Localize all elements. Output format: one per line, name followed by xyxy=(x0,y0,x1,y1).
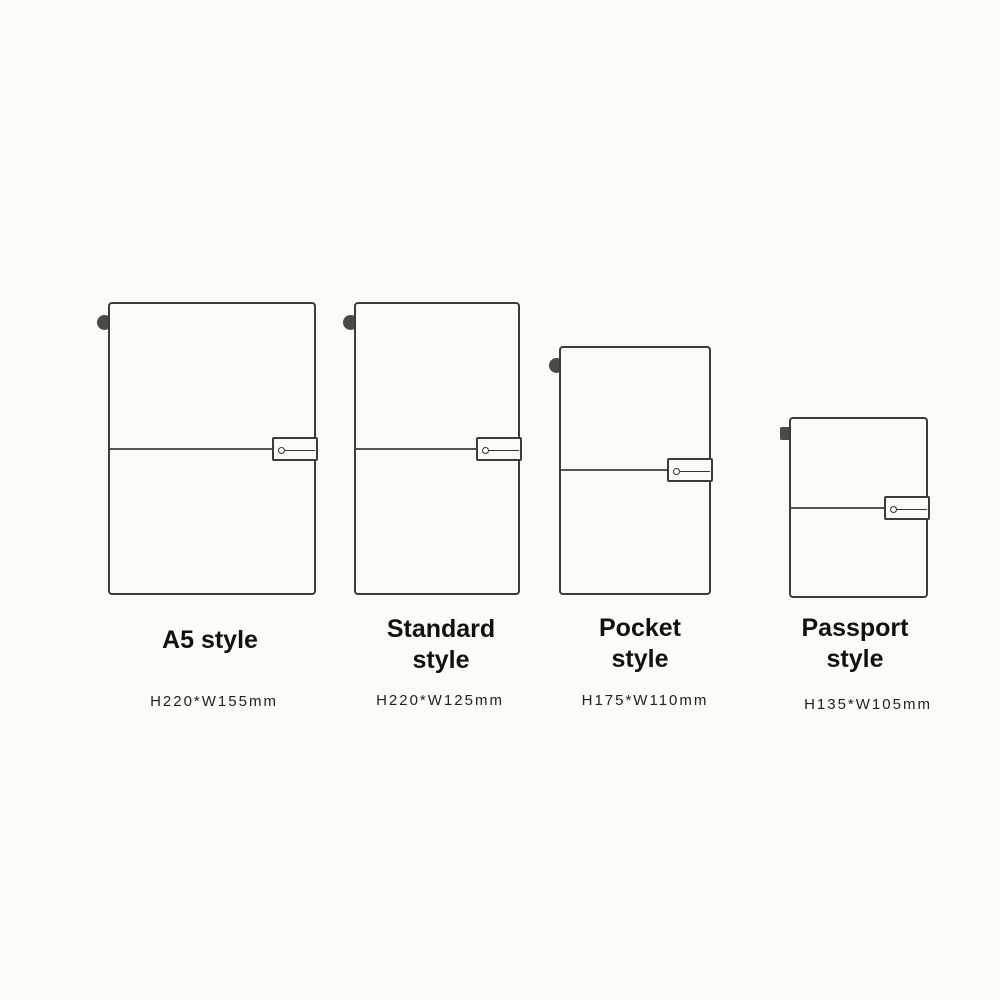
notebook-dimensions: H135*W105mm xyxy=(804,696,932,713)
notebook-title: Pocket style xyxy=(599,614,681,673)
notebook-title: A5 style xyxy=(162,626,258,654)
buckle-icon xyxy=(667,458,713,482)
elastic-band xyxy=(110,448,274,450)
buckle-icon xyxy=(476,437,522,461)
elastic-band xyxy=(791,507,886,509)
elastic-band xyxy=(356,448,478,450)
notebook-title: Standard style xyxy=(386,615,496,674)
notebook-title: Passport style xyxy=(801,614,909,673)
elastic-band xyxy=(561,469,669,471)
notebook-dimensions: H220*W155mm xyxy=(150,693,278,710)
notebook-dimensions: H175*W110mm xyxy=(581,692,709,709)
notebook-dimensions: H220*W125mm xyxy=(376,692,504,709)
buckle-icon xyxy=(884,496,930,520)
buckle-icon xyxy=(272,437,318,461)
